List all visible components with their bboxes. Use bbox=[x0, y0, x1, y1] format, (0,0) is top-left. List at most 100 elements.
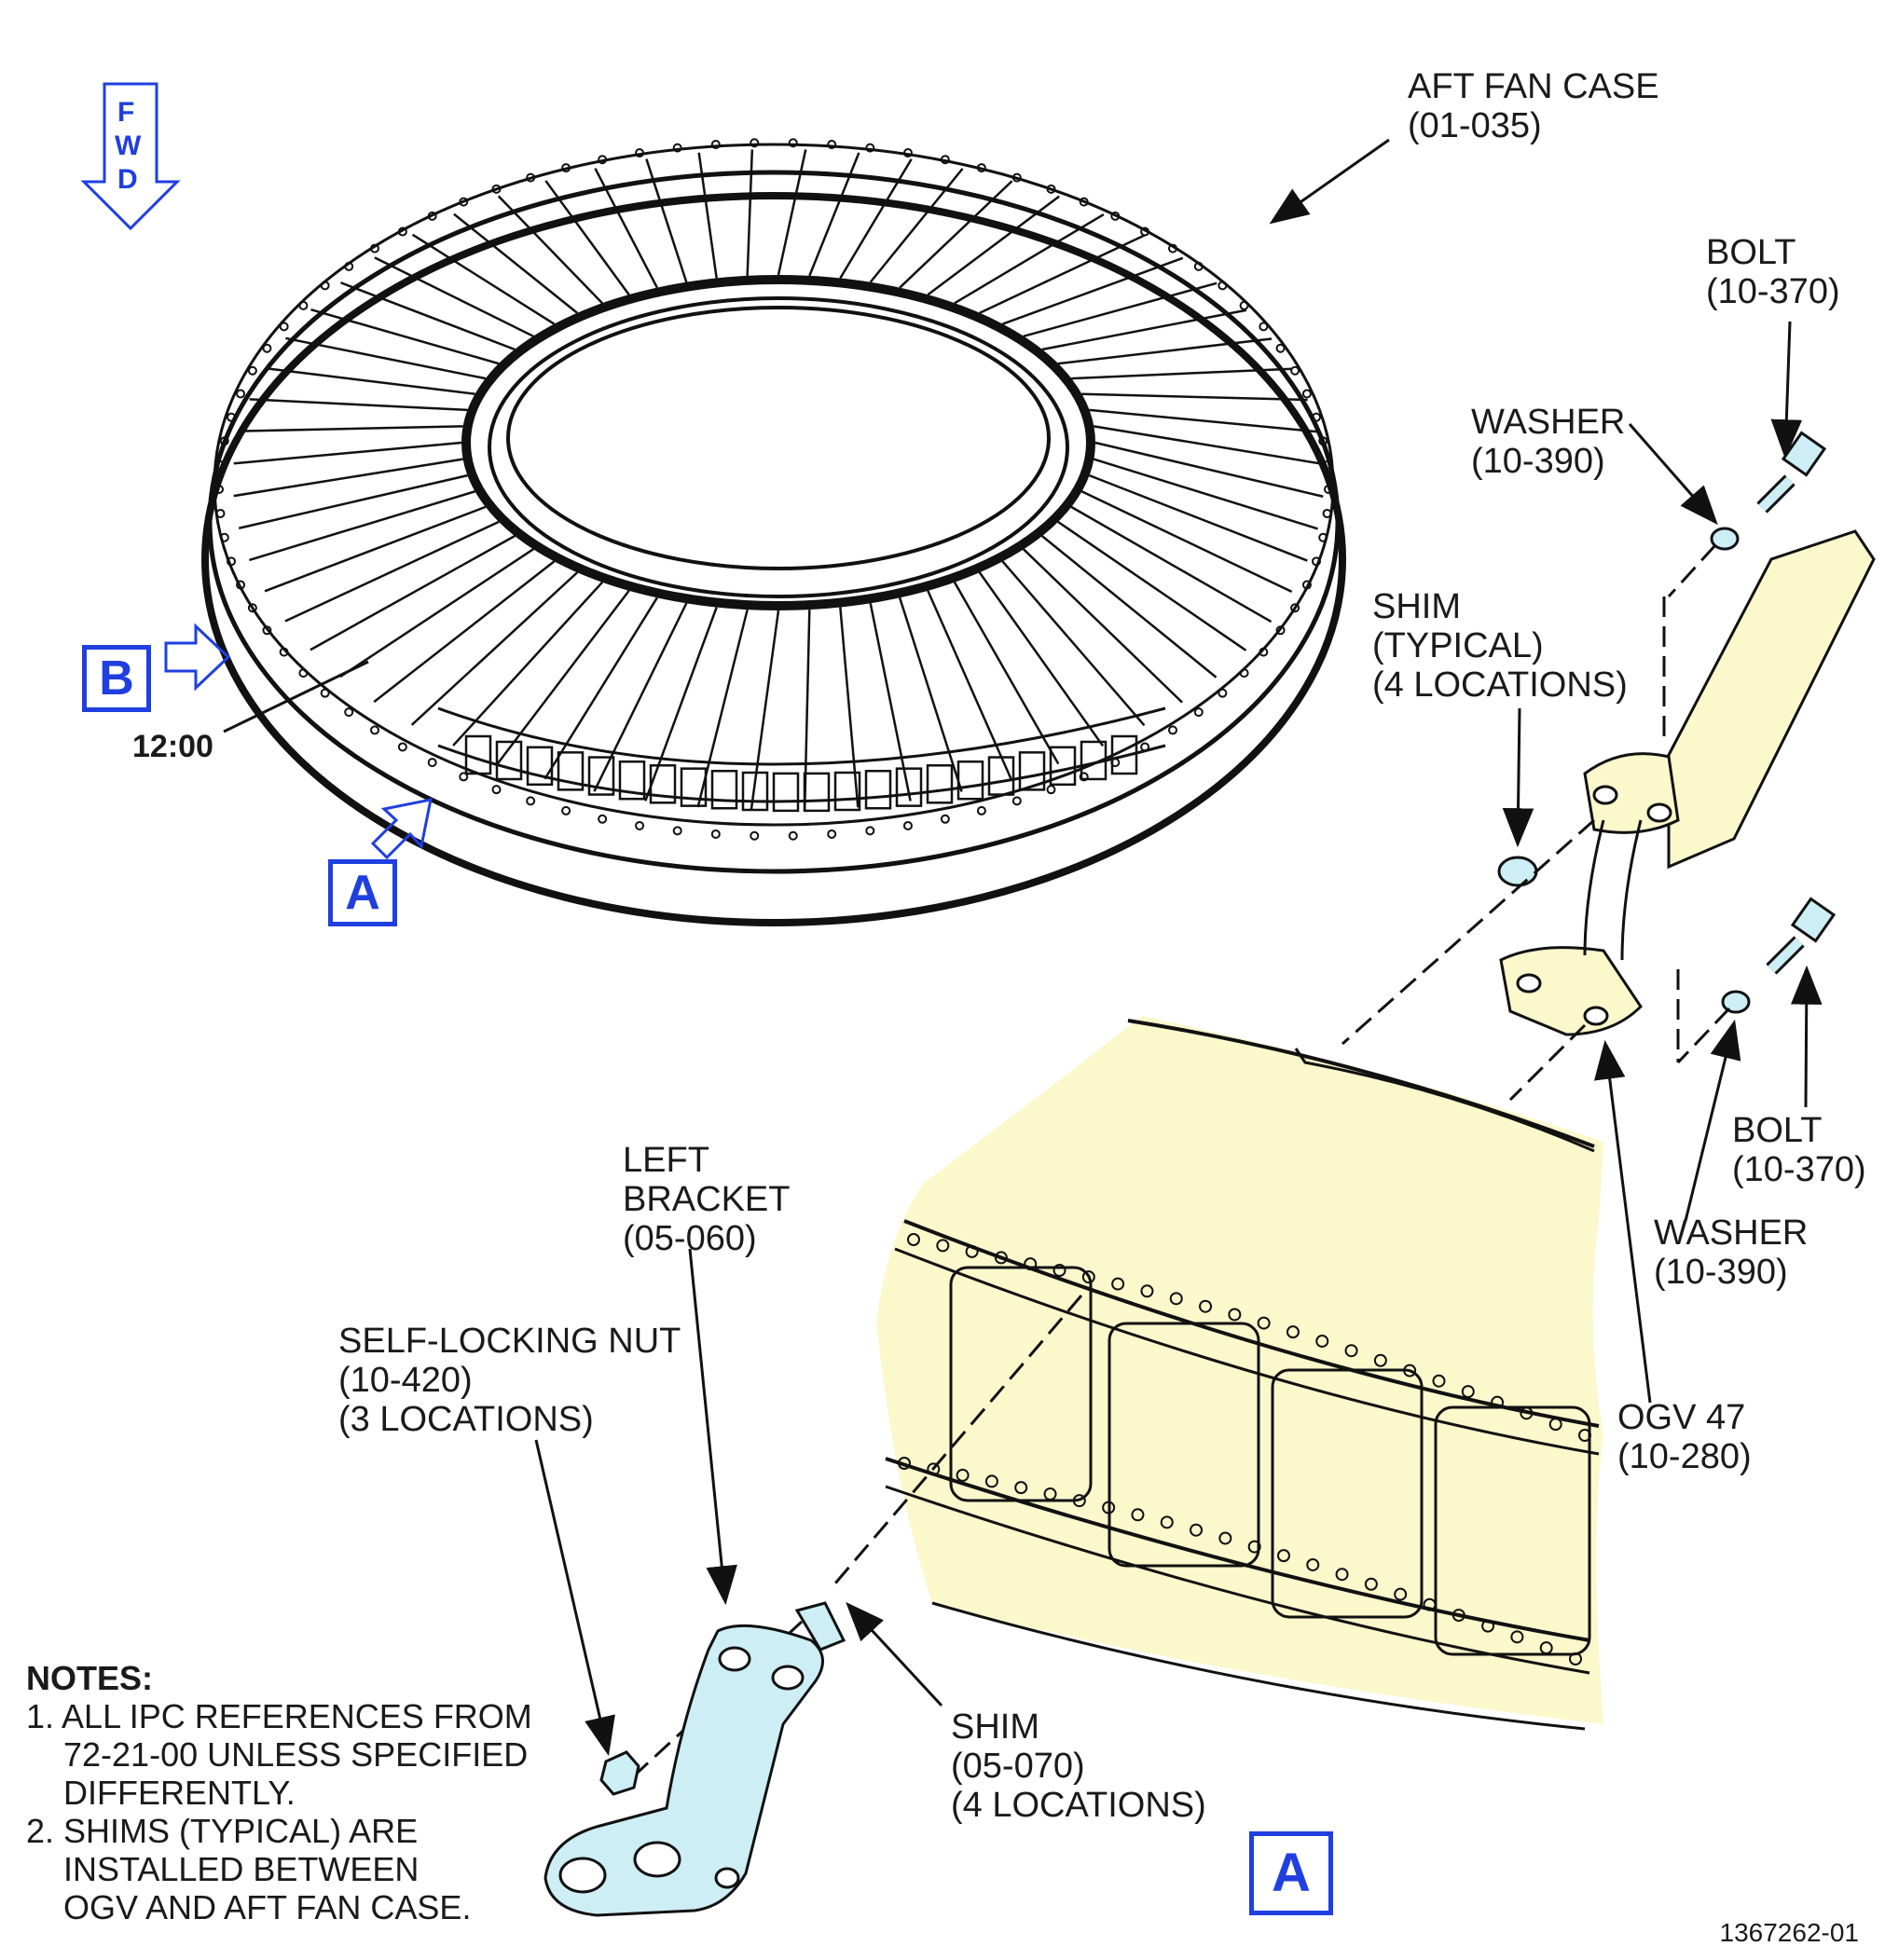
case-bolt-hole bbox=[1318, 532, 1328, 542]
panel-rivet-hole bbox=[1140, 1284, 1154, 1298]
acoustic-panel-cell bbox=[956, 760, 984, 801]
panel-rivet-hole bbox=[927, 1462, 941, 1476]
case-bolt-hole bbox=[976, 805, 986, 816]
case-bolt-hole bbox=[1318, 436, 1328, 446]
ogv-ref: (10-280) bbox=[1617, 1437, 1752, 1476]
panel-rivet-hole bbox=[1335, 1568, 1349, 1582]
case-bolt-hole bbox=[1046, 785, 1056, 795]
ogv-vane-line bbox=[927, 590, 1012, 780]
ogv-vane-line bbox=[285, 336, 487, 380]
case-bolt-hole bbox=[598, 155, 608, 165]
nut-name: SELF-LOCKING NUT bbox=[338, 1322, 681, 1361]
case-bolt-hole bbox=[236, 389, 246, 399]
ogv-vane-line bbox=[746, 149, 754, 276]
ogv-vane-line bbox=[1001, 256, 1184, 325]
shim-bottom-locations: (4 LOCATIONS) bbox=[951, 1786, 1206, 1825]
case-bolt-hole bbox=[262, 343, 272, 353]
note-1-line-1: 1. ALL IPC REFERENCES FROM bbox=[26, 1697, 532, 1735]
case-bolt-hole bbox=[491, 184, 502, 194]
panel-rivet-hole bbox=[994, 1251, 1008, 1265]
case-panel-window bbox=[1434, 1405, 1591, 1656]
case-bolt-hole bbox=[214, 485, 224, 494]
case-bolt-hole bbox=[215, 508, 226, 518]
panel-rivet-hole bbox=[936, 1239, 950, 1253]
aft-fan-case-ref: (01-035) bbox=[1408, 106, 1542, 145]
case-bolt-hole bbox=[750, 138, 760, 148]
ogv-vane-line bbox=[1001, 560, 1146, 727]
ogv-vane-line bbox=[1094, 441, 1324, 498]
ogv-vane-line bbox=[310, 308, 500, 365]
ogv-vane bbox=[1499, 529, 1876, 1036]
panel-rivet-hole bbox=[1014, 1481, 1028, 1495]
ogv-vane-line bbox=[1057, 337, 1273, 365]
case-bolt-hole bbox=[526, 796, 536, 806]
bolt-lower-ref: (10-370) bbox=[1732, 1150, 1866, 1189]
ogv-name: OGV 47 bbox=[1617, 1398, 1746, 1437]
acoustic-panel-cell bbox=[895, 767, 923, 807]
clock-position: 12:00 bbox=[132, 729, 213, 764]
case-bolt-hole bbox=[1011, 796, 1022, 806]
aft-fan-case-ring bbox=[201, 138, 1346, 926]
acoustic-panel-cell bbox=[680, 767, 708, 807]
ogv-vane-line bbox=[839, 158, 913, 280]
ogv-vane-line bbox=[594, 168, 658, 289]
case-bolt-hole bbox=[491, 785, 502, 795]
panel-rivet-hole bbox=[1315, 1334, 1329, 1348]
ogv-vane-line bbox=[953, 582, 1060, 765]
ogv-vane-line bbox=[249, 398, 468, 412]
notes-heading: NOTES: bbox=[26, 1659, 154, 1697]
left-bracket-name-2: BRACKET bbox=[623, 1180, 791, 1219]
case-bolt-hole bbox=[1239, 668, 1249, 678]
case-bolt-hole bbox=[219, 436, 229, 446]
ogv-vane-line bbox=[777, 149, 807, 276]
case-bolt-hole bbox=[1275, 625, 1286, 636]
ogv-vane-line bbox=[1089, 473, 1308, 562]
case-bolt-hole bbox=[427, 211, 437, 221]
case-bolt-hole bbox=[369, 243, 379, 254]
case-panel-window bbox=[1271, 1368, 1424, 1619]
case-bolt-hole bbox=[902, 820, 913, 830]
case-panel-window bbox=[949, 1266, 1093, 1502]
ogv-vane-line bbox=[839, 607, 860, 808]
case-bolt-hole bbox=[369, 725, 379, 735]
ogv-vane-line bbox=[410, 571, 579, 726]
case-bolt-hole bbox=[672, 826, 682, 836]
panel-rivet-hole bbox=[1461, 1385, 1475, 1399]
ogv-vane-line bbox=[927, 195, 1060, 296]
ogv-vane-line bbox=[233, 441, 462, 465]
ogv-vane-line bbox=[1081, 392, 1308, 402]
ogv-vane-line bbox=[453, 212, 579, 314]
fwd-letter-d: D bbox=[117, 164, 138, 195]
case-bolt-hole bbox=[397, 226, 407, 237]
bolt-lower-icon bbox=[1766, 897, 1837, 975]
ogv-vane-line bbox=[339, 281, 516, 351]
panel-rivet-hole bbox=[1053, 1264, 1066, 1278]
panel-rivet-hole bbox=[1344, 1344, 1358, 1358]
ogv-vane-line bbox=[1022, 548, 1183, 704]
bolt-top-name: BOLT bbox=[1706, 233, 1796, 272]
panel-rivet-hole bbox=[1276, 1549, 1290, 1563]
panel-rivet-hole bbox=[1520, 1406, 1534, 1420]
acoustic-panel-cell bbox=[557, 751, 585, 791]
case-bolt-hole bbox=[1140, 742, 1150, 752]
case-bolt-hole bbox=[236, 580, 246, 590]
case-bolt-hole bbox=[1311, 412, 1321, 422]
case-bolt-hole bbox=[344, 707, 354, 718]
case-bolt-hole bbox=[459, 197, 469, 207]
panel-rivet-hole bbox=[1102, 1501, 1116, 1515]
case-bolt-hole bbox=[1079, 772, 1089, 782]
self-locking-nut-callout: SELF-LOCKING NUT (10-420) (3 LOCATIONS) bbox=[338, 1322, 681, 1439]
fwd-letter-w: W bbox=[115, 130, 142, 161]
panel-rivet-hole bbox=[1286, 1325, 1300, 1339]
callout-leaders bbox=[534, 321, 1823, 1757]
case-bolt-hole bbox=[279, 647, 289, 657]
case-bolt-hole bbox=[262, 625, 272, 636]
case-bolt-hole bbox=[1324, 485, 1333, 494]
washer-lower-callout: WASHER (10-390) bbox=[1654, 1213, 1808, 1292]
view-a-arrow-icon bbox=[370, 798, 433, 860]
ogv-vane-line bbox=[249, 490, 476, 562]
case-bolt-hole bbox=[1193, 707, 1204, 718]
left-bracket-ref: (05-060) bbox=[623, 1219, 757, 1258]
ogv-vane-line bbox=[544, 180, 630, 295]
panel-rivet-hole bbox=[1432, 1374, 1446, 1388]
